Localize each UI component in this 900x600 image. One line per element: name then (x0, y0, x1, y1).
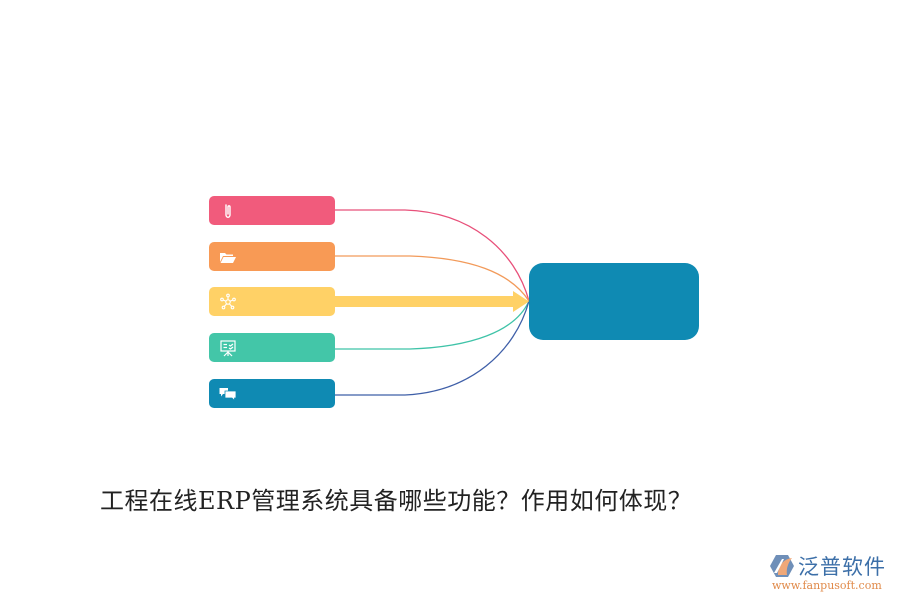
chat-bubbles-icon (219, 388, 237, 402)
brand-logo[interactable]: 泛普软件 www.fanpusoft.com (768, 551, 898, 597)
folder-open-icon (220, 253, 236, 263)
presentation-board-icon (220, 340, 236, 357)
logo-mark-icon (770, 555, 794, 577)
logo-name: 泛普软件 (798, 555, 886, 579)
connector-line-chat (335, 300, 530, 396)
main-arrow (333, 291, 529, 312)
node-chat[interactable] (209, 379, 335, 408)
network-hub-icon (220, 293, 236, 310)
connector-line-presentation (335, 300, 530, 350)
node-folder[interactable] (209, 242, 335, 271)
diagram-caption: 工程在线ERP管理系统具备哪些功能？作用如何体现？ (100, 487, 693, 515)
node-attachment[interactable] (209, 196, 335, 225)
center-node[interactable] (529, 263, 699, 340)
node-network[interactable] (209, 287, 335, 316)
connector-line-attachment (335, 209, 530, 302)
logo-url[interactable]: www.fanpusoft.com (772, 579, 882, 592)
connector-line-folder (335, 255, 530, 302)
node-presentation[interactable] (209, 333, 335, 362)
paperclip-icon (225, 204, 231, 218)
